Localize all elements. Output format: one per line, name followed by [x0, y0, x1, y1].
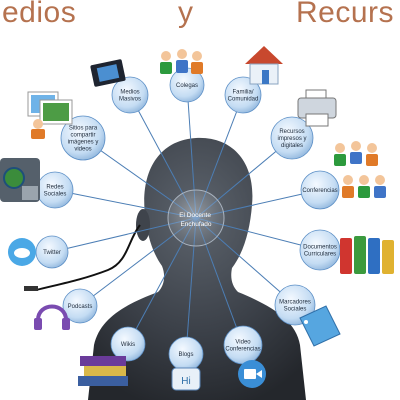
- node-label-line: imágenes y: [68, 140, 99, 146]
- video-camera-icon: [238, 360, 266, 388]
- bookmark-tag-icon: [299, 305, 341, 347]
- printer-icon: [297, 89, 337, 127]
- audio-jack-icon: [24, 286, 38, 291]
- node-label: Blogs: [178, 352, 193, 358]
- node-label-line: Podcasts: [68, 304, 93, 310]
- node-label: Wikis: [121, 342, 135, 348]
- node-circle: [111, 76, 149, 114]
- node-label-line: Colegas: [176, 83, 198, 89]
- node-podcasts: Podcasts: [62, 288, 98, 324]
- headphones-podcast-icon: [34, 304, 70, 330]
- blog-icon: Hi: [171, 367, 201, 391]
- node-label-line: Conferencias: [225, 347, 260, 353]
- node-circle: [110, 326, 146, 362]
- node-label-line: compartir: [70, 133, 95, 139]
- people-group-icon: [334, 141, 386, 198]
- node-label: Conferencias: [302, 188, 337, 194]
- node-label-line: Comunidad: [228, 97, 259, 103]
- twitter-bird-icon: [8, 238, 36, 266]
- pictures-icon: [27, 91, 73, 139]
- node-circle: [60, 115, 106, 161]
- node-familia-comunidad: Familia/Comunidad: [224, 76, 262, 114]
- node-label-line: Sitios para: [69, 126, 98, 132]
- node-circle: [300, 170, 340, 210]
- node-circle: [224, 76, 262, 114]
- node-label-line: Documentos: [303, 245, 337, 251]
- title-part-1: edios: [2, 0, 77, 29]
- node-blogs: Blogs: [168, 336, 204, 372]
- node-label: Podcasts: [68, 304, 93, 310]
- center-label-line-2: Enchufado: [180, 221, 211, 228]
- film-icon: [90, 59, 126, 87]
- node-label-line: Marcadores: [279, 300, 311, 306]
- node-wikis: Wikis: [110, 326, 146, 362]
- node-label-line: Sociales: [44, 192, 67, 198]
- node-conferencias: Conferencias: [300, 170, 340, 210]
- globe-network-icon: [0, 158, 40, 202]
- node-label-line: Curriculares: [304, 252, 336, 258]
- node-label-line: Recursos: [279, 129, 304, 135]
- node-label-line: Familia/: [232, 90, 253, 96]
- node-circle: [270, 116, 314, 160]
- node-label-line: Twitter: [43, 250, 61, 256]
- node-label-line: digitales: [281, 143, 303, 149]
- node-label-line: Blogs: [178, 352, 193, 358]
- node-label: Colegas: [176, 83, 198, 89]
- node-label: Familia/Comunidad: [228, 90, 259, 103]
- svg-text:Hi: Hi: [181, 376, 190, 387]
- title-part-2: y: [178, 0, 194, 29]
- node-label-line: Redes: [46, 185, 63, 191]
- node-label-line: videos: [74, 147, 91, 153]
- node-circle: [274, 284, 316, 326]
- binders-icon: [340, 236, 394, 274]
- node-label: Twitter: [43, 250, 61, 256]
- node-label-line: Wikis: [121, 342, 135, 348]
- center-node: El Docente Enchufado: [167, 189, 225, 247]
- title-part-3: Recurs: [296, 0, 395, 29]
- node-label-line: Sociales: [284, 307, 307, 313]
- svg-text:El Docente Enchufado: El Docente Enchufado: [179, 212, 213, 228]
- center-label-line-1: El Docente: [179, 212, 211, 219]
- books-icon: [78, 356, 128, 386]
- colleagues-icon: [160, 49, 203, 74]
- node-label-line: impresos y: [277, 136, 306, 142]
- house-icon: [245, 46, 283, 85]
- node-label-line: Conferencias: [302, 188, 337, 194]
- node-twitter: Twitter: [35, 235, 69, 269]
- node-circle: [62, 288, 98, 324]
- node-label-line: Masivos: [119, 97, 141, 103]
- node-label-line: Video: [235, 340, 251, 346]
- earphone-cable-icon: [35, 224, 141, 291]
- node-label-line: Medios: [120, 90, 139, 96]
